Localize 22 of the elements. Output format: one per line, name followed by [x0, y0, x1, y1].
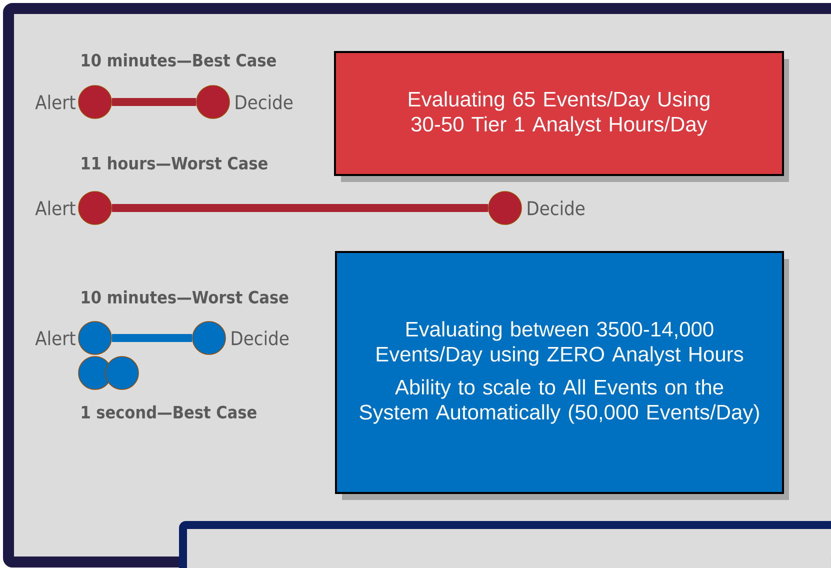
circle-label: Alert	[35, 330, 76, 346]
circle-marker	[78, 321, 112, 355]
timeline-bar	[112, 334, 192, 342]
circle-marker	[105, 356, 139, 390]
circle-label: Decide	[236, 94, 293, 110]
case-label: 1 second—Best Case	[82, 405, 256, 419]
text-box: Evaluating 65 Events/Day Using 30-50 Tier 1 Analyst Hours/Day	[334, 51, 789, 182]
circle-marker	[78, 191, 112, 225]
case-label: 10 minutes—Best Case	[82, 53, 276, 67]
circle-label: Decide	[232, 330, 289, 346]
timeline-bar	[112, 98, 196, 106]
circle-label: Alert	[35, 94, 76, 110]
circle-marker	[488, 191, 522, 225]
case-label: 11 hours—Worst Case	[82, 156, 268, 170]
case-label: 10 minutes—Worst Case	[82, 290, 288, 304]
text-box: Evaluating between 3500-14,000 Events/Day using ZERO Analyst Hours Ability to scale to All Events on the System Automatically (50,000 Events/Day)	[335, 251, 789, 500]
circle-marker	[78, 85, 112, 119]
circle-label: Decide	[528, 200, 584, 216]
circle-marker	[196, 85, 230, 119]
circle-marker	[192, 321, 226, 355]
circle-label: Alert	[35, 200, 76, 216]
timeline-bar	[112, 204, 488, 212]
